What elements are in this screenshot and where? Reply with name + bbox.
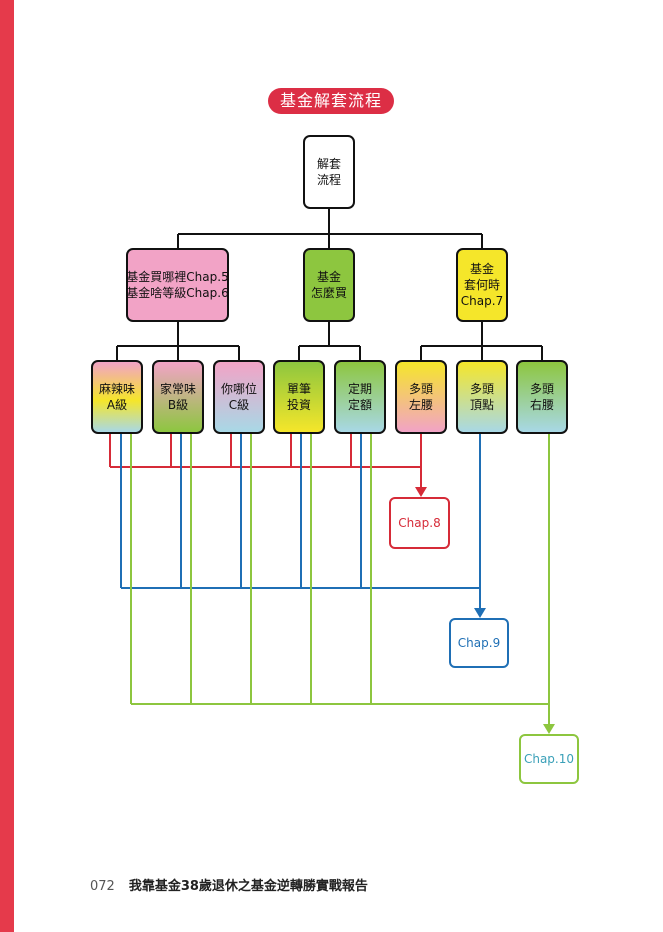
node-regular-plan: 定期 定額 bbox=[334, 360, 386, 434]
side-accent-bar bbox=[0, 0, 14, 932]
node-how-buy-line2: 怎麼買 bbox=[310, 286, 347, 300]
node-grade-b-line2: B級 bbox=[167, 398, 189, 412]
green-path-chap10 bbox=[130, 434, 550, 725]
chap9-label: Chap.9 bbox=[457, 636, 501, 650]
root-line1: 解套 bbox=[316, 157, 341, 171]
node-where-grade: 基金買哪裡Chap.5 基金啥等級Chap.6 bbox=[126, 248, 229, 322]
node-bull-right-line2: 右腰 bbox=[529, 398, 554, 412]
node-regular-plan-line2: 定額 bbox=[347, 398, 372, 412]
chap8-box: Chap.8 bbox=[389, 497, 450, 549]
node-bull-left-line2: 左腰 bbox=[408, 398, 433, 412]
node-bull-left-line1: 多頭 bbox=[408, 382, 433, 396]
tree-connectors bbox=[116, 209, 543, 360]
book-title: 我靠基金38歲退休之基金逆轉勝實戰報告 bbox=[128, 879, 368, 894]
blue-arrowhead bbox=[474, 608, 486, 618]
node-where-grade-line1: 基金買哪裡Chap.5 bbox=[126, 270, 229, 284]
chap9-box: Chap.9 bbox=[449, 618, 509, 668]
node-bull-right-line1: 多頭 bbox=[529, 382, 554, 396]
node-lump-sum-line1: 單筆 bbox=[286, 382, 311, 396]
red-arrowhead bbox=[415, 487, 427, 497]
node-when-trapped-line3: Chap.7 bbox=[460, 294, 504, 308]
node-grade-a-line1: 麻辣味 bbox=[98, 382, 135, 396]
node-when-trapped: 基金 套何時 Chap.7 bbox=[456, 248, 508, 322]
node-bull-top: 多頭 頂點 bbox=[456, 360, 508, 434]
diagram-title: 基金解套流程 bbox=[268, 88, 394, 114]
chap10-label: Chap.10 bbox=[523, 752, 575, 766]
green-arrowhead bbox=[543, 724, 555, 734]
node-grade-c: 你哪位 C級 bbox=[213, 360, 265, 434]
chap8-label: Chap.8 bbox=[398, 516, 441, 530]
node-bull-left: 多頭 左腰 bbox=[395, 360, 447, 434]
node-when-trapped-line2: 套何時 bbox=[463, 278, 500, 292]
node-grade-b-line1: 家常味 bbox=[159, 382, 196, 396]
node-grade-c-line2: C級 bbox=[228, 398, 250, 412]
red-path-chap8 bbox=[109, 434, 422, 488]
node-bull-top-line1: 多頭 bbox=[469, 382, 494, 396]
node-grade-a: 麻辣味 A級 bbox=[91, 360, 143, 434]
root-line2: 流程 bbox=[316, 173, 341, 187]
blue-path-chap9 bbox=[120, 434, 481, 609]
node-regular-plan-line1: 定期 bbox=[347, 382, 372, 396]
node-where-grade-line2: 基金啥等級Chap.6 bbox=[126, 286, 229, 300]
page-footer: 072 我靠基金38歲退休之基金逆轉勝實戰報告 bbox=[90, 875, 368, 894]
node-lump-sum-line2: 投資 bbox=[286, 398, 311, 412]
node-how-buy: 基金 怎麼買 bbox=[303, 248, 355, 322]
node-grade-c-line1: 你哪位 bbox=[220, 382, 257, 396]
chap10-box: Chap.10 bbox=[519, 734, 579, 784]
node-how-buy-line1: 基金 bbox=[316, 270, 341, 284]
node-when-trapped-line1: 基金 bbox=[469, 262, 494, 276]
node-bull-top-line2: 頂點 bbox=[469, 398, 494, 412]
node-grade-a-line2: A級 bbox=[106, 398, 128, 412]
page-number: 072 bbox=[90, 879, 115, 894]
root-node: 解套 流程 bbox=[303, 135, 355, 209]
node-lump-sum: 單筆 投資 bbox=[273, 360, 325, 434]
node-bull-right: 多頭 右腰 bbox=[516, 360, 568, 434]
node-grade-b: 家常味 B級 bbox=[152, 360, 204, 434]
